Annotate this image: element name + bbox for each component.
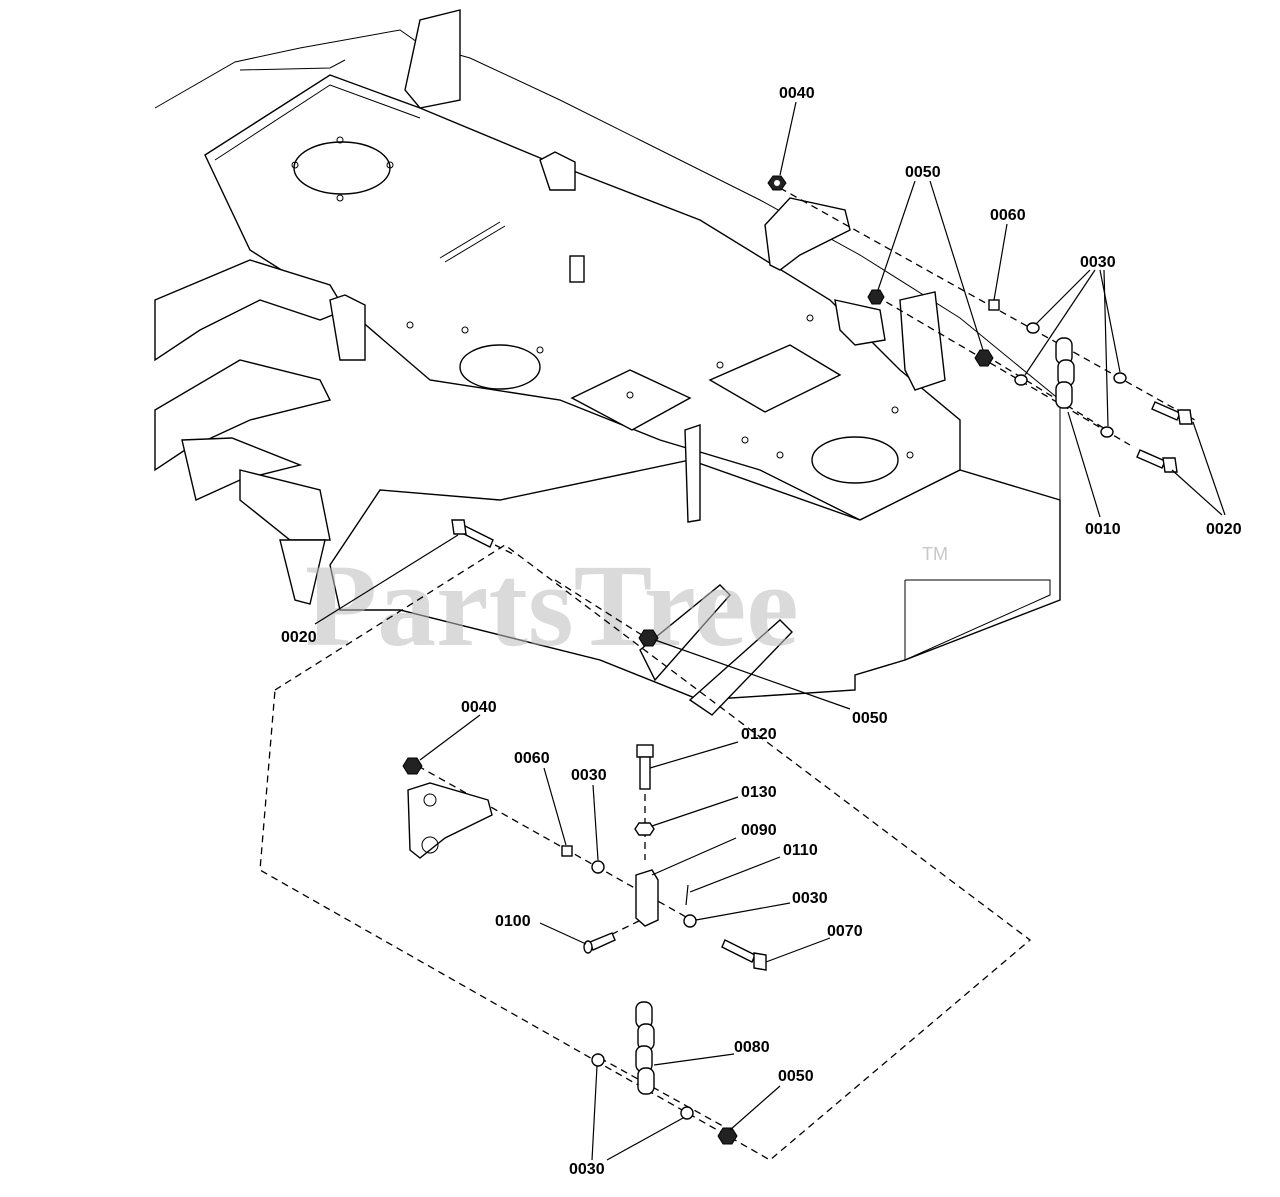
bolt-0020-a: [1151, 401, 1193, 425]
callout-0060-top: 0060: [990, 207, 1026, 224]
callout-0070: 0070: [827, 923, 863, 940]
bolt-0020-left: [451, 519, 494, 548]
watermark-text: PartsTree: [305, 540, 799, 671]
washer-0030-b: [1014, 374, 1028, 386]
washer-0030-right: [683, 914, 697, 928]
clevis-0090: [635, 869, 659, 927]
washer-0030-bottom-a: [591, 1053, 605, 1067]
callout-0030-top: 0030: [1080, 254, 1116, 271]
callout-0030-right: 0030: [792, 890, 828, 907]
detail-boundary: [259, 544, 1032, 1161]
mounting-plate: [407, 782, 493, 859]
mower-deck: [154, 9, 1061, 716]
callout-labels: 0040 0050 0060 0030 0010 0020 0020 0050 …: [281, 85, 1242, 1178]
deck-holes: [291, 136, 914, 459]
nut-0050-b: [974, 349, 994, 367]
leader-lines: [314, 101, 1226, 1161]
chain-0010: [1055, 337, 1075, 409]
upper-hardware-assembly: [767, 175, 1196, 473]
bolt-0070: [721, 939, 767, 971]
callout-0050-mid: 0050: [852, 710, 888, 727]
callout-0040-top: 0040: [779, 85, 815, 102]
cotter-pin-0110: [685, 884, 689, 906]
pin-0100: [583, 932, 616, 954]
callout-0080: 0080: [734, 1039, 770, 1056]
washer-0030-bottom-b: [680, 1106, 694, 1120]
nut-0060-top: [988, 299, 1000, 311]
callout-0030-low: 0030: [571, 767, 607, 784]
nut-0050-bottom: [717, 1127, 738, 1145]
callout-0030-bottom: 0030: [569, 1161, 605, 1178]
callout-0050-bottom: 0050: [778, 1068, 814, 1085]
bolt-0120: [636, 744, 654, 790]
callout-0110: 0110: [783, 842, 818, 859]
callout-0020-left: 0020: [281, 629, 317, 646]
washer-0030-a: [1026, 322, 1040, 334]
nut-0040-low: [402, 757, 423, 775]
lower-hardware-assembly: [402, 744, 767, 1145]
washer-0030-c: [1113, 372, 1127, 384]
chain-0080: [635, 1001, 655, 1095]
washer-0030-low: [591, 860, 605, 874]
callout-0100: 0100: [495, 913, 531, 930]
callout-0050-top: 0050: [905, 164, 941, 181]
callout-0010: 0010: [1085, 521, 1121, 538]
callout-0040-low: 0040: [461, 699, 497, 716]
watermark-trademark: TM: [922, 544, 948, 564]
nut-0050-a: [867, 289, 885, 305]
callout-0130: 0130: [741, 784, 777, 801]
nut-0060-low: [561, 845, 573, 857]
washer-0030-d: [1100, 426, 1114, 438]
nut-0050-mid: [638, 629, 659, 647]
nut-0130: [634, 822, 655, 836]
callout-0020-right: 0020: [1206, 521, 1242, 538]
callout-0060-low: 0060: [514, 750, 550, 767]
bolt-0020-b: [1136, 449, 1178, 473]
front-hardware: [451, 519, 659, 647]
callout-0120: 0120: [741, 726, 777, 743]
nut-0040-top: [767, 175, 787, 191]
callout-0090: 0090: [741, 822, 777, 839]
